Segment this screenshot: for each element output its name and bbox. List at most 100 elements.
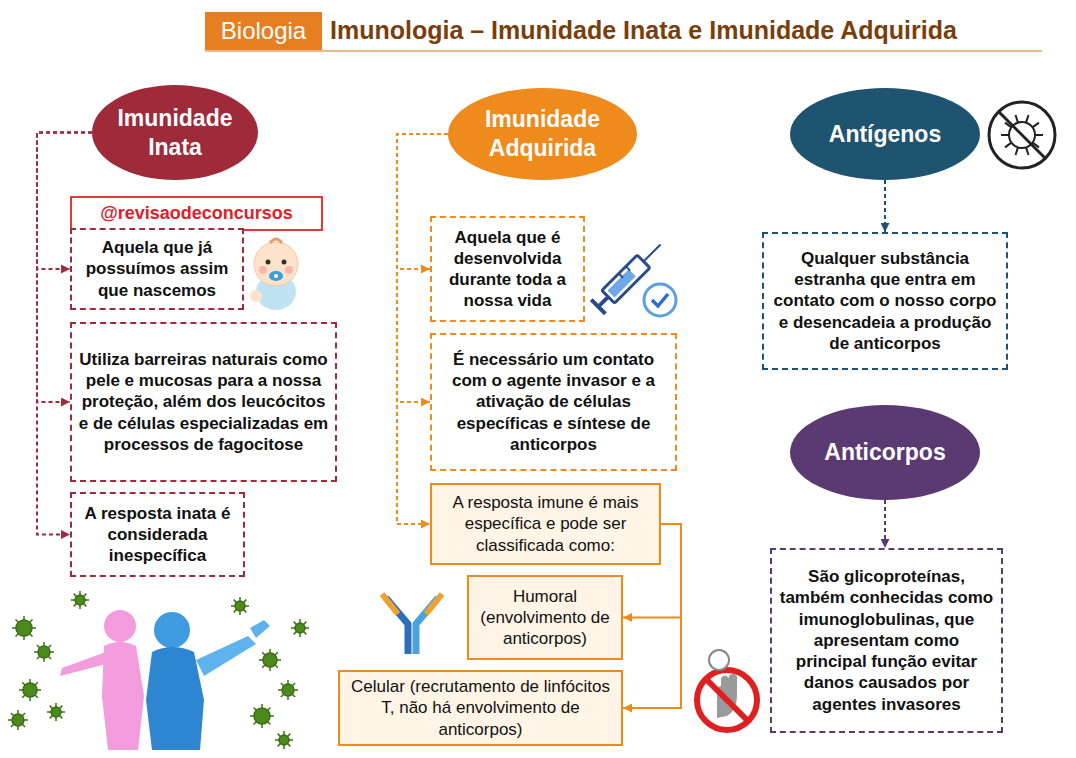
info-box: A resposta inata é considerada inespecíf… <box>70 492 245 577</box>
illustration-part <box>254 242 298 286</box>
node-text: Qualquer substância estranha que entra e… <box>770 248 1000 354</box>
node-text: A resposta imune é mais específica e pod… <box>438 492 653 556</box>
antibody-icon <box>382 594 442 654</box>
title: Imunologia – Imunidade Inata e Imunidade… <box>330 15 957 45</box>
illustration-part <box>626 266 630 270</box>
germ-body <box>263 653 277 667</box>
node-text: A resposta inata é considerada inespecíf… <box>78 503 237 567</box>
topic-ellipse: Imunidade Adquirida <box>448 88 637 180</box>
illustration-part <box>274 274 278 278</box>
node-text: Aquela que já possuímos assim que nascem… <box>78 237 236 301</box>
info-box: Aquela que já possuímos assim que nascem… <box>70 228 244 310</box>
illustration-part <box>154 612 190 648</box>
info-box: A resposta imune é mais específica e pod… <box>430 483 661 565</box>
germ-body <box>282 684 294 696</box>
ellipse-fill <box>790 405 980 500</box>
virus-spike <box>1033 123 1039 128</box>
illustration-part <box>607 269 635 297</box>
germ-body <box>75 595 85 605</box>
node-text: Imunidade Adquirida <box>462 105 623 163</box>
germ <box>34 642 54 662</box>
illustration-part <box>285 266 293 274</box>
germ-body <box>16 620 32 636</box>
node-text: Imunidade Inata <box>106 104 244 162</box>
virus-spike <box>1016 115 1018 123</box>
node-text: @revisaodeconcursos <box>100 202 293 225</box>
germ-body <box>235 601 245 611</box>
illustration-part <box>709 650 729 670</box>
illustration-part <box>619 273 623 277</box>
illustration-part <box>60 652 106 676</box>
virus-spike <box>1001 134 1009 136</box>
illustration-part <box>282 260 287 265</box>
germ <box>250 704 274 728</box>
germ-body <box>12 714 24 726</box>
illustration-part <box>602 255 650 303</box>
baby-icon <box>250 239 298 310</box>
illustration-part <box>644 284 676 316</box>
illustration-part <box>266 260 271 265</box>
illustration-part <box>270 239 282 243</box>
germ-body <box>38 646 50 658</box>
header-rule <box>205 50 1042 52</box>
ellipse-fill <box>790 88 980 180</box>
illustration-part <box>250 290 262 302</box>
node-text: Utiliza barreiras naturais como pele e m… <box>78 349 329 455</box>
type-box: Humoral (envolvimento de anticorpos) <box>467 575 623 660</box>
node-text: Anticorpos <box>824 438 945 467</box>
syringe-icon <box>591 237 667 313</box>
germ <box>8 710 28 730</box>
illustration-part <box>706 679 748 721</box>
node-text: Biologia <box>221 16 306 46</box>
connector <box>884 180 886 232</box>
node-text: É necessário um contato com o agente inv… <box>438 349 669 455</box>
ellipse-fill <box>92 85 258 180</box>
germ <box>47 703 65 721</box>
node-text: São glicoproteínas, também conhecidas co… <box>778 566 995 715</box>
germ-body <box>295 623 305 633</box>
illustration-part <box>426 594 442 614</box>
germ <box>231 597 249 615</box>
info-box: Aquela que é desenvolvida durante toda a… <box>430 216 585 322</box>
germ <box>275 731 293 749</box>
illustration-part <box>598 297 608 307</box>
ellipse-fill <box>448 88 637 180</box>
germ-body <box>279 735 289 745</box>
subject-tag: Biologia <box>205 12 322 50</box>
germ <box>12 616 36 640</box>
human-figure-illustration <box>8 591 309 750</box>
node-text: Humoral (envolvimento de anticorpos) <box>475 586 615 650</box>
illustration-part <box>382 594 398 614</box>
germ-body <box>51 707 61 717</box>
germ <box>19 679 41 701</box>
stop-icon <box>697 650 757 730</box>
topic-ellipse: Imunidade Inata <box>92 85 258 180</box>
illustration-part <box>591 300 605 314</box>
illustration-part <box>259 266 267 274</box>
handle-box: @revisaodeconcursos <box>70 196 323 231</box>
virus-spike <box>1005 143 1011 148</box>
connector <box>884 500 886 548</box>
info-box: São glicoproteínas, também conhecidas co… <box>770 548 1003 733</box>
illustration-part <box>196 636 256 676</box>
topic-ellipse: Antígenos <box>790 88 980 180</box>
illustration-part <box>146 612 270 750</box>
illustration-part <box>697 670 757 730</box>
illustration-part <box>104 610 136 642</box>
virus-forbidden-icon <box>989 102 1055 168</box>
virus-spike <box>1026 115 1028 123</box>
illustration-part <box>8 591 309 749</box>
illustration-part <box>999 112 1045 158</box>
ellipse-outline <box>448 88 637 180</box>
check-icon <box>644 284 676 316</box>
germ <box>291 619 309 637</box>
info-box: Qualquer substância estranha que entra e… <box>762 232 1008 370</box>
illustration-part <box>102 642 144 750</box>
topic-ellipse: Anticorpos <box>790 405 980 500</box>
germ <box>259 649 281 671</box>
illustration-part <box>989 102 1055 168</box>
info-box: Utiliza barreiras naturais como pele e m… <box>70 322 337 482</box>
illustration-part <box>644 244 661 261</box>
